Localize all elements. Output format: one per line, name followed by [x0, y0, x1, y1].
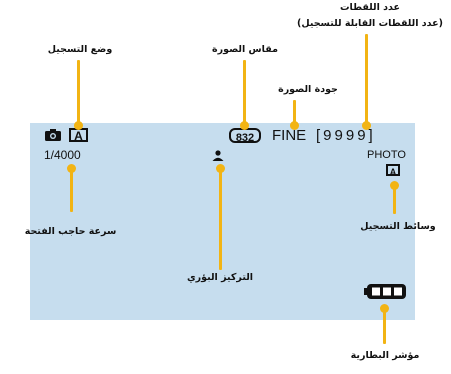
callout-shot-count-sub: (عدد اللقطات القابلة للتسجيل): [297, 18, 443, 29]
leader-dot-shot-count: [362, 121, 371, 130]
callout-recording-media: وسائط التسجيل: [360, 221, 436, 232]
leader-line-focus: [219, 166, 222, 270]
leader-dot-image-size: [240, 121, 249, 130]
recording-media-badge: A: [386, 164, 400, 177]
leader-line-image-size: [243, 60, 246, 126]
leader-dot-image-quality: [290, 121, 299, 130]
leader-line-recording-mode: [77, 60, 80, 126]
recording-media-label: PHOTO: [367, 149, 406, 161]
camera-screen: [30, 123, 415, 320]
callout-battery-indicator: مؤشر البطارية: [350, 350, 420, 361]
image-size-indicator: 832: [229, 128, 261, 144]
leader-line-shutter-speed: [70, 166, 73, 212]
image-quality-value: FINE: [272, 127, 307, 144]
focus-person-icon: [212, 150, 224, 161]
leader-line-battery: [383, 306, 386, 344]
callout-focus: التركيز البؤري: [186, 272, 254, 283]
battery-icon: [364, 284, 406, 299]
callout-shutter-speed: سرعة حاجب الفتحة: [24, 226, 117, 237]
leader-line-recording-media: [393, 183, 396, 214]
leader-dot-recording-mode: [74, 121, 83, 130]
shot-count-value: [9999]: [316, 127, 376, 144]
callout-image-quality: جودة الصورة: [278, 84, 338, 95]
shutter-speed-value: 1/4000: [44, 148, 81, 162]
leader-line-shot-count: [365, 34, 368, 126]
callout-shot-count: عدد اللقطات: [339, 2, 401, 13]
camera-icon: [45, 129, 61, 141]
leader-line-image-quality: [293, 100, 296, 126]
callout-image-size: مقاس الصورة: [212, 44, 278, 55]
callout-recording-mode: وضع التسجيل: [47, 44, 113, 55]
recording-mode-badge: A: [69, 128, 88, 142]
